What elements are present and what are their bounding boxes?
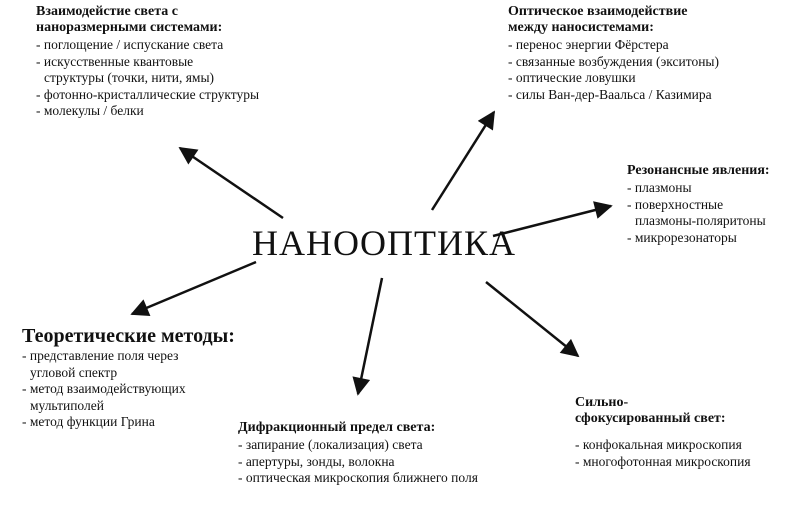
block-title: Резонансные явления:: [627, 163, 770, 178]
block-diffraction: Дифракционный предел света: - запирание …: [238, 420, 478, 487]
list-item: - метод взаимодействующих: [22, 381, 186, 396]
list-item: - оптические ловушки: [508, 70, 636, 85]
block-title: Взаимодейстие света с наноразмерными сис…: [36, 4, 223, 35]
arrow-to-diffraction: [352, 277, 384, 396]
list-item: - апертуры, зонды, волокна: [238, 453, 395, 469]
list-item: - искусственные квантовые: [36, 53, 194, 69]
block-nano-systems: Взаимодейстие света с наноразмерными сис…: [36, 4, 259, 120]
list-item: мультиполей: [30, 397, 104, 413]
list-item: - поверхностные: [627, 196, 724, 212]
block-title: Теоретические методы:: [22, 325, 235, 347]
block-optical-interaction: Оптическое взаимодействие между наносист…: [508, 4, 719, 103]
item-list: - перенос энергии Фёрстера - связанные в…: [508, 37, 719, 103]
list-item: - запирание (локализация) света: [238, 437, 423, 452]
arrow-to-nano-systems: [178, 146, 284, 220]
list-item: плазмоны-поляритоны: [635, 213, 766, 228]
list-item: угловой спектр: [30, 364, 118, 380]
item-list: - запирание (локализация) света - аперту…: [238, 437, 478, 487]
list-item: - перенос энергии Фёрстера: [508, 37, 669, 52]
block-title: Сильно- сфокусированный свет:: [575, 395, 726, 426]
block-focused-light: Сильно- сфокусированный свет: - конфокал…: [575, 395, 751, 470]
list-item: - конфокальная микроскопия: [575, 437, 742, 452]
list-item: - плазмоны: [627, 180, 692, 195]
list-item: - силы Ван-дер-Ваальса / Казимира: [508, 86, 712, 102]
arrow-to-theory: [130, 260, 257, 317]
item-list: - плазмоны - поверхностные плазмоны-поля…: [627, 180, 770, 246]
list-item: - фотонно-кристаллические структуры: [36, 86, 260, 102]
list-item: структуры (точки, нити, ямы): [44, 70, 215, 85]
center-title: НАНООПТИКА: [252, 223, 516, 263]
list-item: - оптическая микроскопия ближнего поля: [238, 470, 478, 485]
block-title: Оптическое взаимодействие между наносист…: [508, 4, 688, 35]
list-item: - молекулы / белки: [36, 103, 144, 118]
list-item: - многофотонная микроскопия: [575, 453, 751, 469]
block-title: Дифракционный предел света:: [238, 420, 436, 435]
block-resonance: Резонансные явления: - плазмоны - поверх…: [627, 163, 770, 246]
list-item: - метод функции Грина: [22, 414, 155, 429]
arrow-to-resonance: [492, 201, 613, 238]
item-list: - поглощение / испускание света - искусс…: [36, 37, 259, 120]
item-list: - представление поля через угловой спект…: [22, 348, 235, 431]
list-item: - представление поля через: [22, 348, 179, 363]
arrow-to-optical-interaction: [430, 110, 496, 211]
list-item: - микрорезонаторы: [627, 229, 737, 245]
list-item: - поглощение / испускание света: [36, 37, 224, 52]
list-item: - связанные возбуждения (экситоны): [508, 53, 719, 69]
item-list: - конфокальная микроскопия - многофотонн…: [575, 437, 751, 470]
arrow-to-focused-light: [485, 281, 580, 358]
block-theory: Теоретические методы: - представление по…: [22, 325, 235, 431]
